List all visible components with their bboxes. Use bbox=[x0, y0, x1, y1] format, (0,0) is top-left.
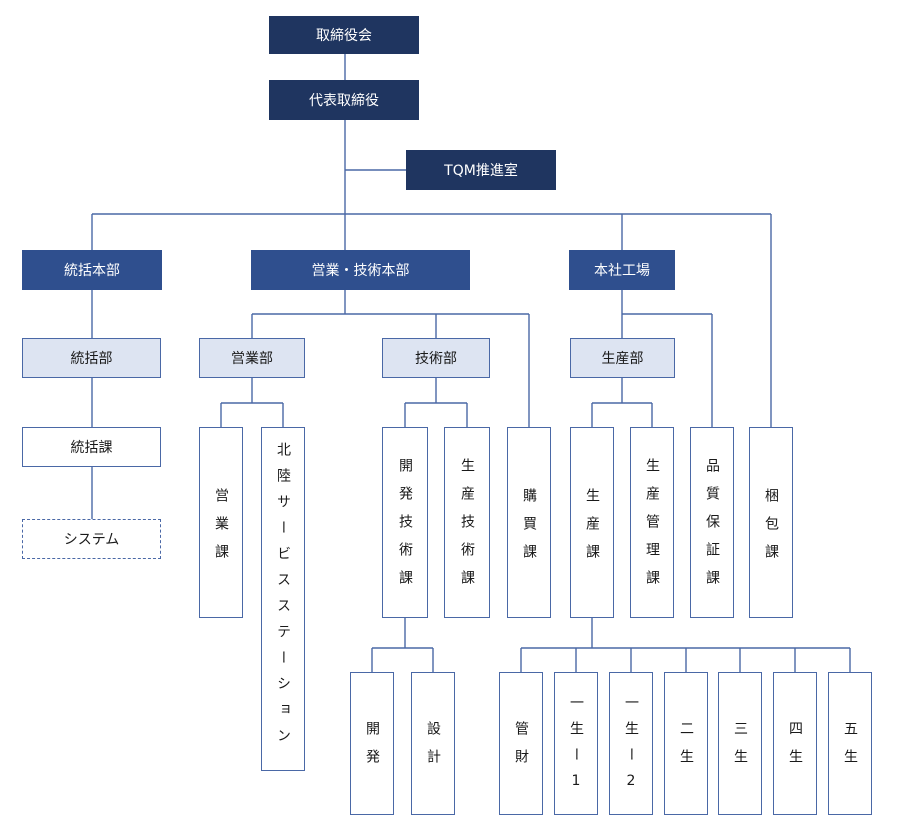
sales-section-label: 営業課 bbox=[213, 488, 229, 572]
packing-section-label: 梱包課 bbox=[763, 488, 779, 572]
prod-control-section-box: 生産管理課 bbox=[630, 427, 674, 618]
prod-3-unit-box: 三生 bbox=[718, 672, 762, 815]
production-section-label: 生産課 bbox=[584, 488, 600, 572]
ceo-label: 代表取締役 bbox=[309, 93, 379, 109]
prod-3-unit-label: 三生 bbox=[732, 721, 748, 777]
prod-1-2-unit-label: 一生ー2 bbox=[623, 695, 639, 801]
design-unit-label: 設計 bbox=[425, 721, 441, 777]
sales-tech-division-label: 営業・技術本部 bbox=[311, 263, 410, 279]
prod-5-unit-box: 五生 bbox=[828, 672, 872, 815]
prod-1-2-unit-box: 一生ー2 bbox=[609, 672, 653, 815]
quality-section-label: 品質保証課 bbox=[704, 458, 720, 598]
management-unit-box: 管財 bbox=[499, 672, 543, 815]
general-dept-box: 統括部 bbox=[22, 338, 161, 378]
dev-tech-section-box: 開発技術課 bbox=[382, 427, 428, 618]
packing-section-box: 梱包課 bbox=[749, 427, 793, 618]
prod-tech-section-label: 生産技術課 bbox=[459, 458, 475, 598]
factory-division-box: 本社工場 bbox=[569, 250, 675, 290]
prod-4-unit-label: 四生 bbox=[787, 721, 803, 777]
hokuriku-station-box: 北陸サービスステーション bbox=[261, 427, 305, 771]
sales-section-box: 営業課 bbox=[199, 427, 243, 618]
prod-control-section-label: 生産管理課 bbox=[644, 458, 660, 598]
prod-4-unit-box: 四生 bbox=[773, 672, 817, 815]
general-section-box: 統括課 bbox=[22, 427, 161, 467]
prod-1-1-unit-box: 一生ー1 bbox=[554, 672, 598, 815]
system-box: システム bbox=[22, 519, 161, 559]
dev-tech-section-label: 開発技術課 bbox=[397, 458, 413, 598]
board-label: 取締役会 bbox=[316, 28, 372, 44]
tqm-office-box: TQM推進室 bbox=[406, 150, 556, 190]
tech-dept-box: 技術部 bbox=[382, 338, 490, 378]
general-division-label: 統括本部 bbox=[64, 263, 120, 279]
design-unit-box: 設計 bbox=[411, 672, 455, 815]
general-dept-label: 統括部 bbox=[70, 351, 113, 367]
prod-tech-section-box: 生産技術課 bbox=[444, 427, 490, 618]
production-dept-box: 生産部 bbox=[570, 338, 675, 378]
management-unit-label: 管財 bbox=[513, 721, 529, 777]
development-unit-box: 開発 bbox=[350, 672, 394, 815]
purchasing-section-label: 購買課 bbox=[521, 488, 537, 572]
sales-tech-division-box: 営業・技術本部 bbox=[251, 250, 470, 290]
general-section-label: 統括課 bbox=[70, 440, 113, 456]
prod-5-unit-label: 五生 bbox=[842, 721, 858, 777]
prod-2-unit-box: 二生 bbox=[664, 672, 708, 815]
tech-dept-label: 技術部 bbox=[415, 351, 457, 367]
factory-division-label: 本社工場 bbox=[594, 263, 650, 279]
tqm-label: TQM推進室 bbox=[444, 163, 518, 179]
production-section-box: 生産課 bbox=[570, 427, 614, 618]
production-dept-label: 生産部 bbox=[601, 351, 644, 367]
prod-1-1-unit-label: 一生ー1 bbox=[568, 695, 584, 801]
hokuriku-station-label: 北陸サービスステーション bbox=[275, 442, 291, 754]
system-label: システム bbox=[63, 532, 120, 548]
purchasing-section-box: 購買課 bbox=[507, 427, 551, 618]
prod-2-unit-label: 二生 bbox=[678, 721, 694, 777]
quality-section-box: 品質保証課 bbox=[690, 427, 734, 618]
sales-dept-label: 営業部 bbox=[231, 351, 273, 367]
general-division-box: 統括本部 bbox=[22, 250, 162, 290]
development-unit-label: 開発 bbox=[364, 721, 380, 777]
sales-dept-box: 営業部 bbox=[199, 338, 305, 378]
ceo-box: 代表取締役 bbox=[269, 80, 419, 120]
board-of-directors-box: 取締役会 bbox=[269, 16, 419, 54]
